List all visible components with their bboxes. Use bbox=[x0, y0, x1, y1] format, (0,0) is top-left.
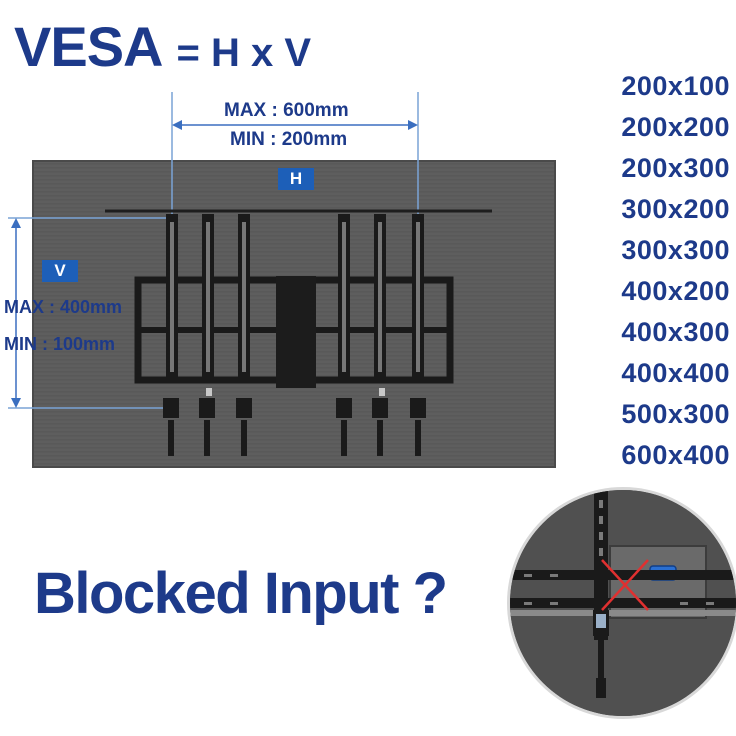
blocked-input-headline: Blocked Input ? bbox=[34, 561, 448, 626]
list-item: 500x300 bbox=[621, 399, 730, 429]
v-tag: V bbox=[42, 260, 78, 282]
list-item: 200x300 bbox=[621, 153, 730, 183]
list-item: 400x400 bbox=[621, 358, 730, 388]
zoom-detail bbox=[510, 490, 736, 716]
vesa-formula: = H x V bbox=[176, 31, 312, 75]
list-item: 600x400 bbox=[621, 440, 730, 470]
vesa-title: VESA = H x V bbox=[14, 14, 311, 78]
zoom-detail-drawing bbox=[510, 490, 736, 716]
h-max-label: MAX : 600mm bbox=[224, 100, 349, 121]
list-item: 200x100 bbox=[621, 71, 730, 101]
vesa-size-list: 200x100 200x200 200x300 300x200 300x300 … bbox=[584, 66, 730, 476]
list-item: 200x200 bbox=[621, 112, 730, 142]
h-min-label: MIN : 200mm bbox=[230, 129, 348, 150]
list-item: 400x300 bbox=[621, 317, 730, 347]
list-item: 400x200 bbox=[621, 276, 730, 306]
list-item: 300x300 bbox=[621, 235, 730, 265]
vesa-label: VESA bbox=[14, 15, 163, 78]
h-tag: H bbox=[278, 168, 314, 190]
list-item: 300x200 bbox=[621, 194, 730, 224]
v-max-label: MAX : 400mm bbox=[4, 297, 123, 317]
v-min-label: MIN : 100mm bbox=[4, 334, 116, 354]
